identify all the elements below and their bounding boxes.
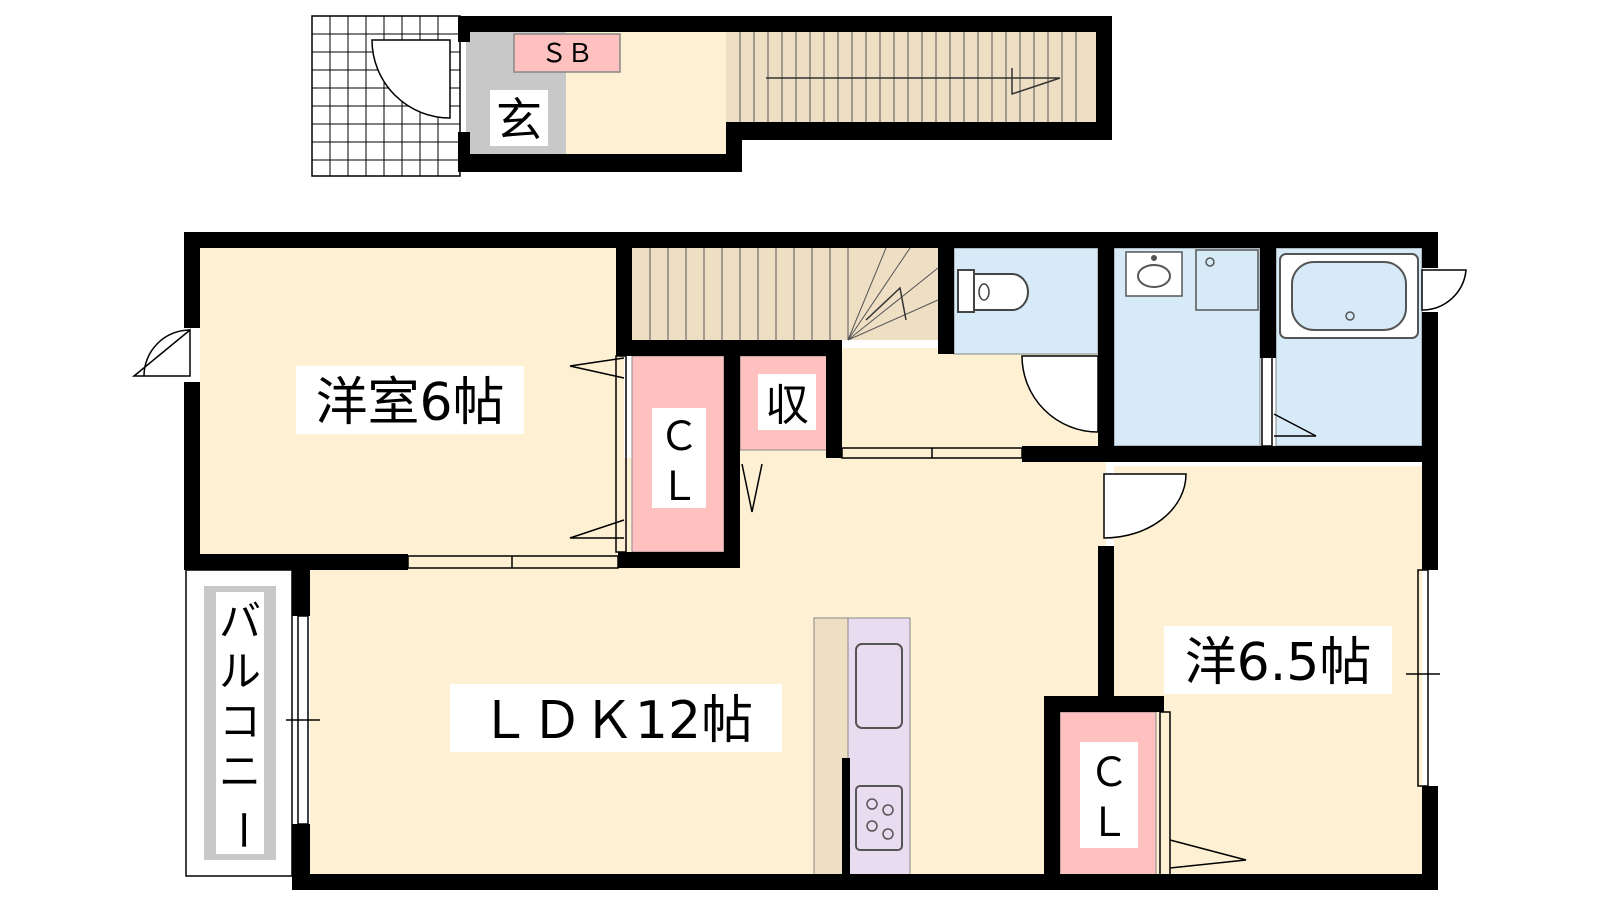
entry-block: ＳＢ 玄 — [311, 15, 1112, 177]
sink-icon — [855, 643, 903, 729]
balcony-label-3: コ — [219, 697, 261, 746]
upper-stairs-icon — [726, 30, 1096, 122]
balcony-label-1: バ — [219, 597, 261, 646]
closet-2-label-l: Ｌ — [1089, 800, 1129, 846]
western-room-6-5-label: 洋6.5帖 — [1185, 633, 1372, 693]
bathtub-icon — [1279, 253, 1419, 339]
washbasin-icon — [1125, 249, 1259, 311]
closet-2-label-c: Ｃ — [1089, 750, 1129, 796]
entry-walls — [458, 16, 1112, 172]
ldk-label: ＬＤＫ12帖 — [479, 691, 753, 751]
entrance-door-swing-icon — [371, 39, 451, 119]
shoe-box: ＳＢ — [513, 33, 621, 73]
closet-1-label-l: Ｌ — [659, 464, 699, 510]
kitchen-counter — [813, 617, 911, 877]
balcony: バ ル コ ニ ー — [185, 569, 293, 877]
lower-stairs-icon — [632, 247, 939, 341]
balcony-label-2: ル — [219, 647, 261, 696]
main-floor: Ｃ Ｌ 収 Ｃ Ｌ バ ル コ ニ ー — [131, 232, 1467, 890]
closet-1-label-c: Ｃ — [659, 414, 699, 460]
stove-icon — [855, 785, 903, 851]
balcony-label-4: ニ — [219, 747, 261, 796]
entrance-label: 玄 — [496, 93, 542, 147]
western-room-6-label: 洋室6帖 — [315, 373, 504, 433]
shoe-box-label: ＳＢ — [541, 39, 593, 69]
main-walls — [184, 232, 1438, 890]
door-swing-icon — [131, 269, 1467, 869]
toilet-icon — [957, 269, 1029, 313]
storage-label: 収 — [765, 380, 809, 431]
balcony-label-5: ー — [218, 809, 267, 851]
